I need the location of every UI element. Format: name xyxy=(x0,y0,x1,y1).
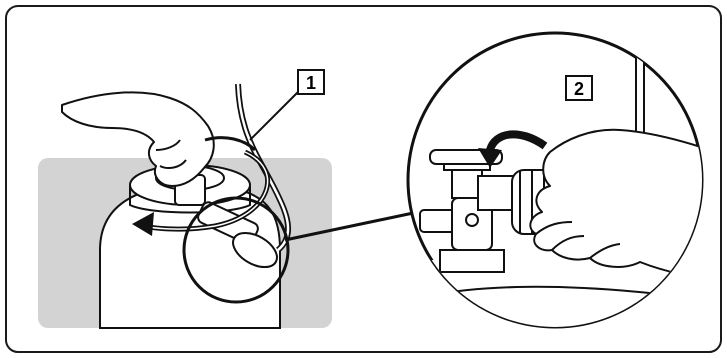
step-2-number: 2 xyxy=(574,79,584,99)
step-label-1: 1 xyxy=(298,70,324,94)
step-1-number: 1 xyxy=(306,73,316,93)
step-label-2: 2 xyxy=(566,76,592,100)
